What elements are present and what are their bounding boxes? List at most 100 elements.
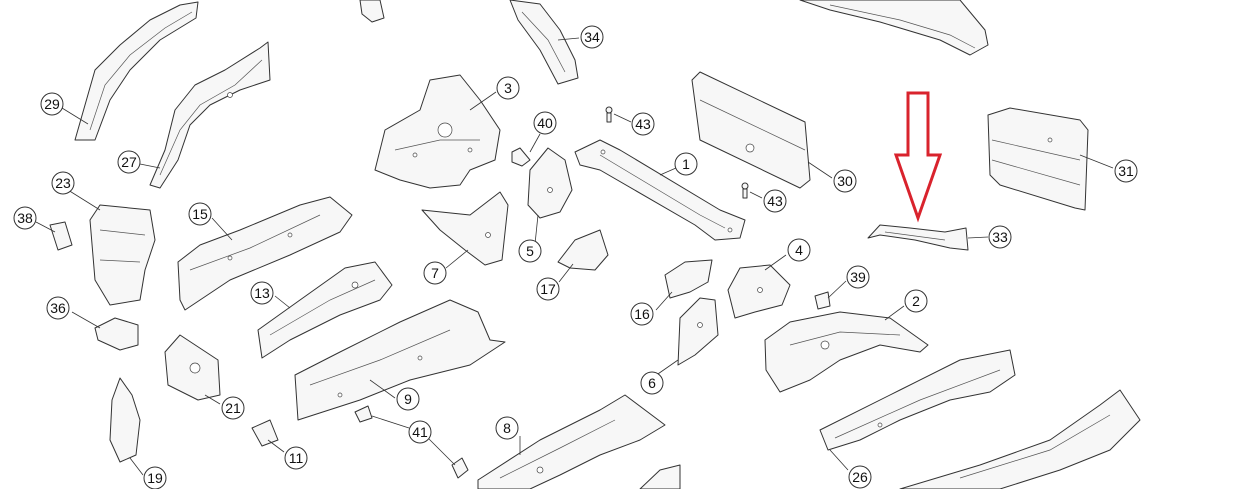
- callout-41: 41: [408, 420, 432, 444]
- callout-9-label: 9: [404, 391, 412, 407]
- red-arrow-indicator: [893, 91, 943, 223]
- callout-31: 31: [1114, 159, 1138, 183]
- part-30: [691, 71, 811, 189]
- callout-39-label: 39: [850, 269, 866, 285]
- callout-16-label: 16: [634, 306, 650, 322]
- part-27: [149, 41, 271, 189]
- part-43-bolt-b: [741, 182, 749, 199]
- callout-43-b-label: 43: [767, 193, 783, 209]
- callout-1-label: 1: [682, 156, 690, 172]
- part-11: [251, 419, 279, 447]
- callout-29-label: 29: [44, 96, 60, 112]
- callout-13-label: 13: [254, 285, 270, 301]
- part-23: [89, 204, 156, 306]
- callout-3-label: 3: [504, 80, 512, 96]
- callout-34-label: 34: [584, 29, 600, 45]
- callout-3: 3: [496, 76, 520, 100]
- part-top-small: [359, 0, 385, 23]
- callout-43-a: 43: [631, 112, 655, 136]
- callout-8-label: 8: [503, 420, 511, 436]
- callout-43-a-label: 43: [635, 116, 651, 132]
- callout-11: 11: [284, 446, 308, 470]
- part-38: [49, 221, 73, 251]
- callout-13: 13: [250, 281, 274, 305]
- part-16: [664, 259, 713, 299]
- callout-15: 15: [188, 202, 212, 226]
- part-43-bolt-a: [605, 106, 613, 123]
- part-1: [574, 139, 746, 241]
- part-6: [677, 297, 719, 366]
- callout-6: 6: [640, 371, 664, 395]
- callout-17: 17: [536, 277, 560, 301]
- callout-23-label: 23: [55, 175, 71, 191]
- callout-38: 38: [13, 206, 37, 230]
- callout-19-label: 19: [147, 470, 163, 486]
- callout-6-label: 6: [648, 375, 656, 391]
- callout-36-label: 36: [50, 300, 66, 316]
- callout-1: 1: [674, 152, 698, 176]
- callout-23: 23: [51, 171, 75, 195]
- part-15: [177, 196, 353, 311]
- callout-7: 7: [423, 261, 447, 285]
- part-29: [74, 1, 199, 141]
- callout-38-label: 38: [17, 210, 33, 226]
- part-4: [727, 264, 791, 319]
- callout-39: 39: [846, 265, 870, 289]
- part-40: [511, 147, 531, 167]
- callout-29: 29: [40, 92, 64, 116]
- callout-2: 2: [904, 289, 928, 313]
- part-41: [354, 405, 469, 479]
- part-5: [527, 147, 573, 219]
- part-19: [109, 377, 141, 463]
- part-26: [819, 349, 1016, 451]
- callout-19: 19: [143, 466, 167, 489]
- callout-34: 34: [580, 25, 604, 49]
- callout-21-label: 21: [225, 400, 241, 416]
- callout-40-label: 40: [537, 115, 553, 131]
- part-33: [867, 224, 969, 251]
- callout-30-label: 30: [837, 173, 853, 189]
- part-3: [374, 74, 501, 189]
- callout-41-label: 41: [412, 424, 428, 440]
- part-39: [814, 291, 831, 310]
- callout-9: 9: [396, 387, 420, 411]
- callout-36: 36: [46, 296, 70, 320]
- part-13: [257, 261, 393, 359]
- callout-26-label: 26: [852, 469, 868, 485]
- callout-17-label: 17: [540, 281, 556, 297]
- callout-2-label: 2: [912, 293, 920, 309]
- callout-5: 5: [518, 239, 542, 263]
- callout-27-label: 27: [121, 154, 137, 170]
- leader-lines: [35, 37, 1114, 476]
- callout-21: 21: [221, 396, 245, 420]
- callout-33: 33: [988, 225, 1012, 249]
- callout-27: 27: [117, 150, 141, 174]
- part-34: [509, 0, 579, 85]
- callout-43-b: 43: [763, 189, 787, 213]
- part-31: [987, 107, 1089, 211]
- part-top-rail: [799, 0, 989, 56]
- callout-30: 30: [833, 169, 857, 193]
- callout-8: 8: [495, 416, 519, 440]
- callout-26: 26: [848, 465, 872, 489]
- part-7: [421, 191, 509, 266]
- part-36: [94, 317, 139, 351]
- part-17: [557, 229, 609, 271]
- part-9: [294, 299, 506, 421]
- callout-15-label: 15: [192, 206, 208, 222]
- part-2: [764, 311, 929, 393]
- callout-11-label: 11: [289, 450, 304, 466]
- callout-31-label: 31: [1118, 163, 1134, 179]
- part-right-panel: [899, 389, 1141, 489]
- part-21: [164, 334, 221, 401]
- callout-16: 16: [630, 302, 654, 326]
- callout-33-label: 33: [992, 229, 1008, 245]
- part-8: [477, 394, 666, 489]
- callout-40: 40: [533, 111, 557, 135]
- callout-4: 4: [787, 238, 811, 262]
- callout-4-label: 4: [795, 242, 803, 258]
- callout-7-label: 7: [431, 265, 439, 281]
- callout-5-label: 5: [526, 243, 534, 259]
- part-bottom-cut: [639, 464, 681, 489]
